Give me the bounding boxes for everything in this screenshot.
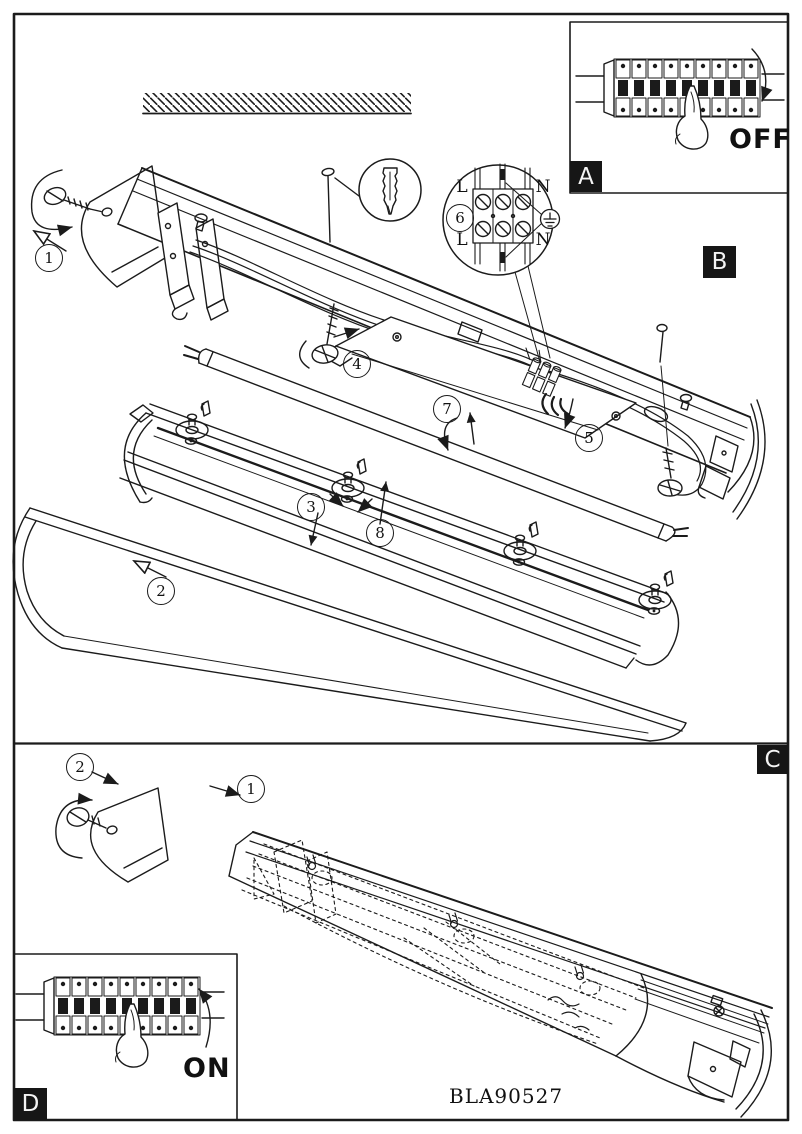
hidden-detail [241,839,645,1045]
section-b-label: B [703,246,736,278]
step2-arrow [134,561,167,578]
inset-d-label: D [14,1088,47,1120]
bottom-end-cap [55,787,169,883]
mounting-pin-icon [656,323,668,363]
ballast [321,316,637,439]
step-marker-1-bottom: 1 [237,775,265,803]
ceiling-hatch [142,93,412,115]
spring-clip-icon [194,213,208,232]
step-marker-2: 2 [147,577,175,605]
wall-anchor-detail [321,158,422,243]
fixture-end-cap [687,1009,772,1118]
inset-a-frame [569,21,789,194]
end-flange [736,399,766,520]
diffuser-cover [12,507,687,742]
screw-icon [43,186,102,213]
step-marker-5: 5 [575,424,603,452]
step-marker-6: 6 [446,204,474,232]
breaker-on-illustration [16,977,224,1067]
step4-arrow [333,327,360,339]
step5-arrow [564,398,576,429]
on-caption: ON [183,1053,231,1084]
assembled-fixture [228,831,773,1118]
step-marker-1: 1 [35,244,63,272]
rotate-arrow [30,169,73,237]
step-marker-8: 8 [366,519,394,547]
cable-clamp [457,321,483,343]
step1-arrow-bottom [209,785,241,797]
mounting-hole [643,405,669,423]
mounting-plate [117,167,766,520]
inset-a-label: A [570,161,602,192]
step-marker-2-bottom: 2 [66,753,94,781]
on-arrow [198,988,213,1048]
terminal-label-l-top: L [456,177,468,197]
screw-icon [66,807,107,829]
end-flange-inner [732,403,760,513]
reflector-tray [119,400,680,669]
step3-arrow-left [328,492,344,507]
ground-icon [539,208,561,230]
screw-step4 [299,303,360,369]
terminal-screws [474,193,532,238]
step7-up-arrow [466,412,476,445]
step-marker-3: 3 [297,493,325,521]
spring-clip-icon [679,393,693,411]
step2-arrow-bottom [91,771,119,785]
off-arrow [751,48,773,102]
terminal-label-l-bottom: L [456,230,468,250]
rotate-arrow [55,792,93,859]
terminal-connectors [521,347,570,417]
terminal-detail [442,163,561,363]
wall-bracket-right [697,435,739,500]
page-border [12,12,790,1122]
wall-bracket-left [157,202,229,321]
section-c-label: C [757,745,788,774]
step-marker-4: 4 [343,350,371,378]
inner-screws [306,854,590,1031]
step3-arrow-right [357,498,373,513]
pin-icon [321,167,335,243]
step1-arrow [34,231,67,252]
terminal-label-n-bottom: N [535,230,551,250]
breaker-off-illustration [576,48,784,149]
model-code: BLA90527 [449,1084,564,1108]
off-caption: OFF [729,124,792,155]
cover-edge [615,973,649,1057]
screw-icon [657,447,683,497]
inset-d-frame [13,953,238,1121]
terminal-label-n-top: N [535,177,551,197]
step8-up-arrow [379,481,390,525]
step-marker-7: 7 [433,395,461,423]
detail-wires [474,163,531,272]
rail-screw-icon [710,994,725,1017]
